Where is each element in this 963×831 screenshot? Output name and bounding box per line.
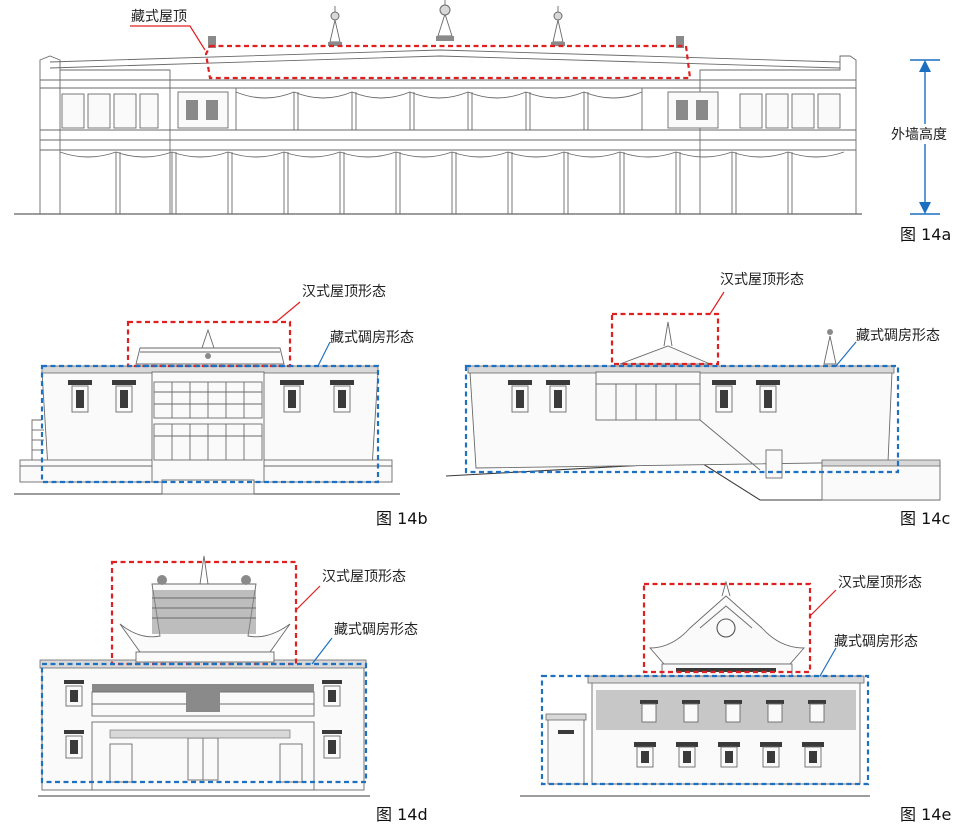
figure-caption-14a: 图 14a — [900, 225, 951, 244]
han-roof-leader — [709, 291, 725, 315]
elevation-14e-drawing — [520, 580, 870, 797]
window — [724, 700, 742, 723]
tibetan-form-leader — [317, 341, 331, 367]
han-roof-label: 汉式屋顶形态 — [322, 569, 406, 585]
window — [64, 730, 84, 759]
window — [712, 380, 736, 413]
window — [112, 380, 136, 413]
elevation-14c-drawing — [445, 321, 941, 501]
han-roof-label: 汉式屋顶形态 — [720, 272, 804, 288]
tibetan-form-leader — [311, 637, 333, 665]
han-roof-leader — [809, 589, 837, 617]
window — [718, 742, 740, 768]
tibetan-form-marker — [540, 674, 870, 786]
window — [802, 742, 824, 768]
window — [280, 380, 304, 413]
figure-14a: 藏式屋顶 外墙高度 图 14a — [14, 0, 960, 244]
elevation-14d-drawing — [38, 555, 370, 797]
han-roof-label: 汉式屋顶形态 — [302, 284, 386, 300]
figure-14b: 汉式屋顶形态 藏式碉房形态 图 14b — [14, 284, 428, 528]
figure-caption-14e: 图 14e — [900, 805, 951, 824]
window — [330, 380, 354, 413]
figure-caption-14c: 图 14c — [900, 509, 950, 528]
window — [322, 730, 342, 759]
tibetan-roof-leader — [130, 25, 206, 51]
elevation-14a-drawing — [14, 0, 862, 215]
han-roof-leader — [275, 301, 301, 323]
tibetan-form-label: 藏式碉房形态 — [334, 622, 418, 638]
window — [640, 700, 658, 723]
roof-finial — [436, 0, 454, 41]
han-roof-marker — [610, 312, 720, 366]
tibetan-form-leader — [819, 647, 837, 677]
tibetan-form-marker — [40, 364, 380, 484]
figure-14e: 汉式屋顶形态 藏式碉房形态 图 14e — [520, 575, 951, 824]
han-roof-marker — [642, 582, 812, 674]
figure-14c: 汉式屋顶形态 藏式碉房形态 图 14c — [445, 272, 950, 528]
tibetan-form-marker — [40, 662, 368, 784]
wall-height-label: 外墙高度 — [891, 126, 947, 143]
tibetan-roof-label: 藏式屋顶 — [131, 9, 187, 25]
han-roof-marker — [110, 560, 298, 666]
elevation-14b-drawing — [14, 328, 400, 495]
tibetan-form-label: 藏式碉房形态 — [834, 634, 918, 650]
window — [634, 742, 656, 768]
window — [766, 700, 784, 723]
han-roof-label: 汉式屋顶形态 — [838, 575, 922, 591]
tibetan-form-marker — [464, 364, 900, 474]
window — [322, 680, 342, 707]
roof-finial — [328, 6, 342, 46]
window — [64, 680, 84, 707]
tibetan-form-label: 藏式碉房形态 — [856, 328, 940, 344]
window — [808, 700, 826, 723]
window — [508, 380, 532, 413]
figure-caption-14d: 图 14d — [376, 805, 428, 824]
figure-14d: 汉式屋顶形态 藏式碉房形态 图 14d — [38, 555, 428, 824]
roof-finial — [551, 6, 565, 46]
figure-caption-14b: 图 14b — [376, 509, 428, 528]
window — [676, 742, 698, 768]
window — [760, 742, 782, 768]
window — [756, 380, 780, 413]
window — [68, 380, 92, 413]
han-roof-leader — [295, 585, 321, 611]
tibetan-form-leader — [835, 341, 857, 367]
tibetan-roof-marker — [204, 44, 692, 80]
window — [682, 700, 700, 723]
tibetan-form-label: 藏式碉房形态 — [330, 330, 414, 346]
window — [546, 380, 570, 413]
